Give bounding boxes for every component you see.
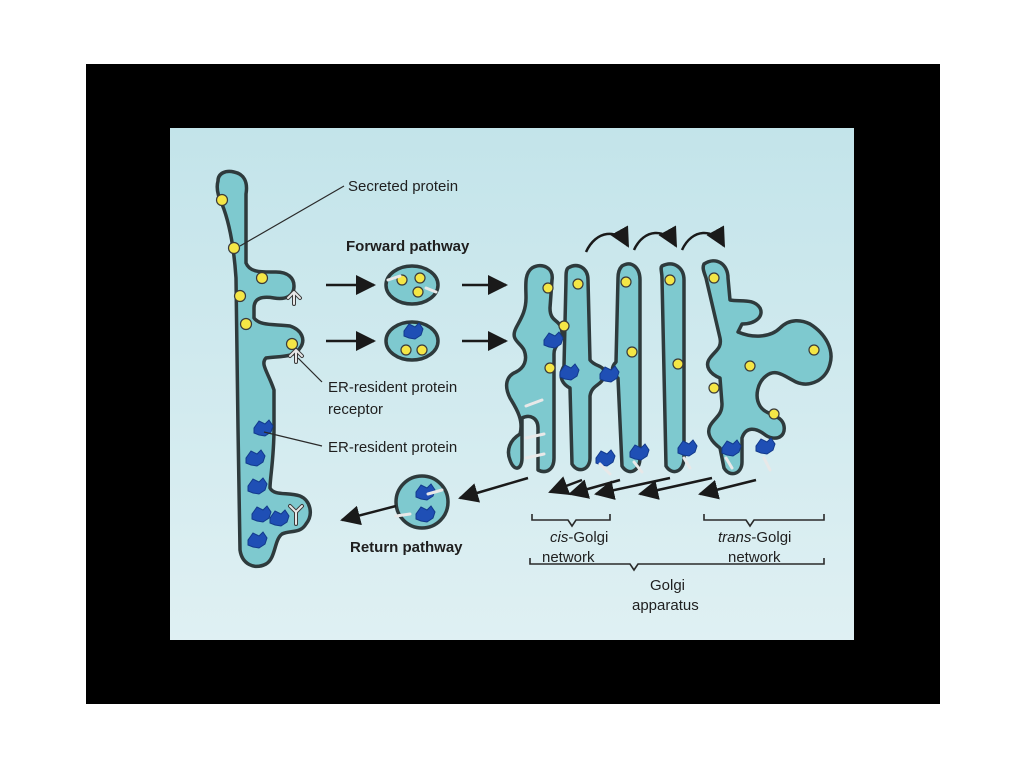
er-receptors xyxy=(286,290,304,526)
golgi-transport-diagram: Secreted protein Forward pathway ER-resi… xyxy=(170,128,854,640)
golgi-apparatus xyxy=(504,259,833,476)
cis-golgi-brace xyxy=(531,514,611,528)
golgi-apparatus-brace xyxy=(529,558,825,572)
er-resident-proteins xyxy=(245,419,290,549)
secreted-protein-dot xyxy=(808,344,820,356)
label-golgi-apparatus: apparatus xyxy=(632,597,699,614)
maturation-arrows xyxy=(584,225,726,253)
er-resident-protein-blob xyxy=(245,449,266,467)
er-resident-protein-blob xyxy=(247,477,268,495)
secreted-protein-dot xyxy=(255,271,269,285)
label-er-receptor-line1: ER-resident protein xyxy=(328,379,457,396)
er-resident-protein-blob xyxy=(253,419,274,437)
er-secreted-proteins xyxy=(215,193,299,351)
label-golgi: Golgi xyxy=(650,577,685,594)
golgi-secreted-proteins xyxy=(542,272,820,420)
diagram-panel: Secreted protein Forward pathway ER-resi… xyxy=(170,128,854,640)
return-arrows xyxy=(340,476,757,526)
secreted-protein-dot xyxy=(626,346,638,358)
forward-arrows xyxy=(326,275,508,351)
endoplasmic-reticulum xyxy=(215,169,312,569)
label-cis-golgi-network: network xyxy=(542,549,595,566)
trans-golgi-brace xyxy=(703,514,825,528)
secreted-protein-dot xyxy=(672,358,684,370)
secreted-protein-dot xyxy=(544,362,556,374)
label-trans-golgi: trans-Golgi xyxy=(718,529,791,546)
label-return-pathway: Return pathway xyxy=(350,539,463,556)
er-resident-protein-blob xyxy=(247,531,268,549)
secreted-protein-dot xyxy=(558,320,570,332)
return-vesicle xyxy=(394,474,450,530)
label-cis-golgi: cis-Golgi xyxy=(550,529,608,546)
secreted-protein-dot xyxy=(708,382,720,394)
label-er-resident-protein: ER-resident protein xyxy=(328,439,457,456)
forward-vesicle-2 xyxy=(384,320,440,362)
secreted-protein-dot xyxy=(768,408,780,420)
secreted-protein-dot xyxy=(215,193,229,207)
forward-vesicle-1 xyxy=(384,264,440,306)
label-trans-golgi-network: network xyxy=(728,549,781,566)
secreted-protein-dot xyxy=(542,282,554,294)
leader-lines xyxy=(239,185,345,447)
secreted-protein-dot xyxy=(285,337,299,351)
secreted-protein-dot xyxy=(620,276,632,288)
secreted-protein-dot xyxy=(572,278,584,290)
golgi-er-resident-proteins xyxy=(543,331,776,467)
label-forward-pathway: Forward pathway xyxy=(346,238,470,255)
braces xyxy=(529,514,825,572)
secreted-protein-dot xyxy=(239,317,253,331)
label-er-receptor-line2: receptor xyxy=(328,401,383,418)
secreted-protein-dot xyxy=(744,360,756,372)
secreted-protein-dot xyxy=(664,274,676,286)
er-resident-protein-blob xyxy=(269,509,290,527)
secreted-protein-dot xyxy=(233,289,247,303)
golgi-receptors xyxy=(524,398,772,476)
secreted-protein-dot xyxy=(227,241,241,255)
secreted-protein-dot xyxy=(708,272,720,284)
label-secreted-protein: Secreted protein xyxy=(348,178,458,195)
er-resident-protein-blob xyxy=(251,505,272,523)
